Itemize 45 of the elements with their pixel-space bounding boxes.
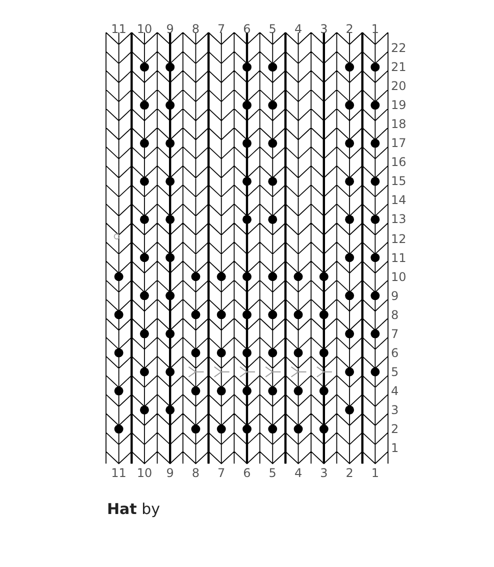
row-number: 19 bbox=[391, 98, 406, 112]
row-number: 10 bbox=[391, 270, 406, 284]
row-number: 2 bbox=[391, 422, 399, 436]
row-number: 12 bbox=[391, 232, 406, 246]
column-number: 9 bbox=[165, 466, 175, 480]
row-number: 9 bbox=[391, 288, 399, 303]
row-number: 8 bbox=[391, 308, 399, 322]
row-number: 1 bbox=[391, 441, 399, 456]
row-number: 18 bbox=[391, 117, 406, 132]
row-number: 6 bbox=[391, 346, 399, 360]
column-number: 5 bbox=[268, 466, 278, 480]
row-number: 4 bbox=[391, 384, 399, 398]
row-number: 7 bbox=[391, 326, 399, 341]
chart-title: Hat by bbox=[107, 500, 160, 518]
column-number: 4 bbox=[293, 22, 304, 36]
row-number: 16 bbox=[391, 155, 406, 170]
column-number: 2 bbox=[344, 466, 354, 480]
column-number: 7 bbox=[216, 22, 226, 36]
column-number: 11 bbox=[110, 22, 128, 36]
row-number: 21 bbox=[391, 60, 406, 74]
column-number: 3 bbox=[319, 22, 329, 36]
column-number: 6 bbox=[242, 466, 252, 480]
column-number: 9 bbox=[165, 22, 175, 36]
column-number: 7 bbox=[216, 466, 226, 480]
row-number: 20 bbox=[391, 79, 406, 94]
column-number: 10 bbox=[136, 22, 154, 36]
column-number: 10 bbox=[136, 466, 154, 480]
row-number: 15 bbox=[391, 174, 406, 188]
column-number: 4 bbox=[293, 466, 304, 480]
column-number: 1 bbox=[370, 22, 380, 36]
row-number: 14 bbox=[391, 193, 406, 208]
column-number: 1 bbox=[370, 466, 380, 480]
column-number: 2 bbox=[344, 22, 354, 36]
row-number: 11 bbox=[391, 250, 406, 265]
row-number: 3 bbox=[391, 402, 399, 417]
row-number: 5 bbox=[391, 364, 399, 379]
row-number: 13 bbox=[391, 212, 406, 226]
column-number: 8 bbox=[190, 22, 201, 36]
column-number: 6 bbox=[242, 22, 252, 36]
column-number: 8 bbox=[190, 466, 201, 480]
column-number: 5 bbox=[268, 22, 278, 36]
row-number: 17 bbox=[391, 136, 406, 150]
column-number: 11 bbox=[110, 466, 128, 480]
row-number: 22 bbox=[391, 41, 406, 56]
column-number: 3 bbox=[319, 466, 329, 480]
